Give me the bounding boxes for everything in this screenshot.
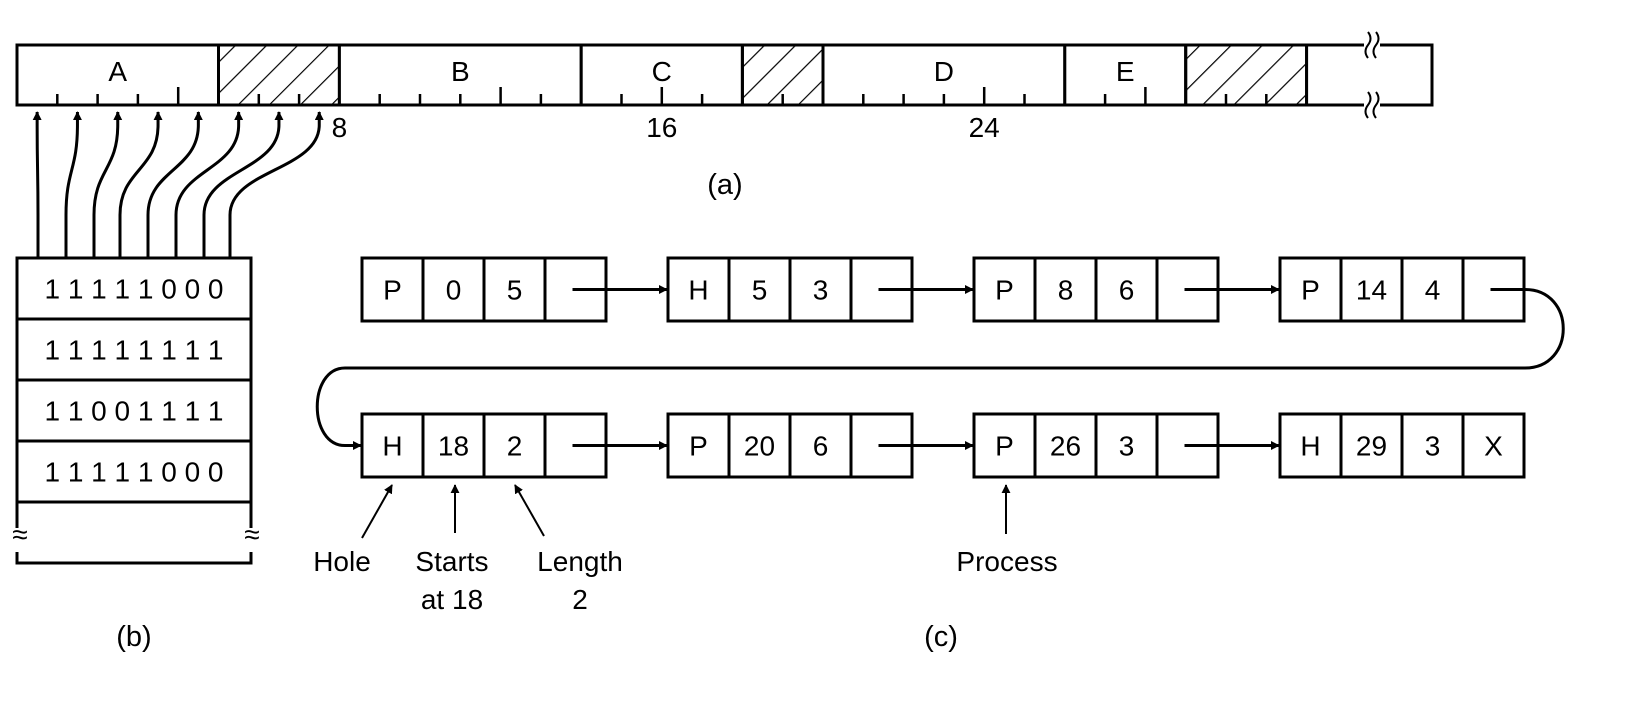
bitmap-row: 1 1 0 0 1 1 1 1 <box>44 396 223 427</box>
hole-annotation: Hole <box>313 546 371 577</box>
bitmap-bit-arrow <box>64 111 82 258</box>
list-node-length: 6 <box>813 431 829 462</box>
hole-annotation-arrow <box>361 484 393 539</box>
list-node-type: P <box>995 431 1014 462</box>
bitmap-row: 1 1 1 1 1 0 0 0 <box>44 274 223 305</box>
list-node-start: 20 <box>744 431 775 462</box>
memory-break-mark <box>1364 31 1380 119</box>
bitmap-bit-arrow <box>202 111 284 258</box>
length-annotation-line2: 2 <box>572 584 588 615</box>
list-node-type: P <box>383 275 402 306</box>
unit-label: 16 <box>646 112 677 143</box>
memory-segment-a <box>15 43 220 107</box>
list-node-type: H <box>688 275 708 306</box>
memory-hole-segment <box>217 43 341 107</box>
list-node-length: 6 <box>1119 275 1135 306</box>
unit-label: 24 <box>969 112 1000 143</box>
memory-segments: A B C D E <box>15 43 1434 107</box>
bitmap: 1 1 1 1 1 0 0 0 1 1 1 1 1 1 1 1 1 1 0 0 1 … <box>8 111 324 653</box>
bitmap-bit-arrow <box>32 111 42 258</box>
list-node-length: 4 <box>1425 275 1441 306</box>
bitmap-rows: 1 1 1 1 1 0 0 0 1 1 1 1 1 1 1 1 1 1 0 0 1 … <box>8 256 262 565</box>
list-node: P 0 5 <box>360 256 608 323</box>
list-links <box>315 285 1565 450</box>
unit-labels: 8 16 24 <box>332 112 1000 143</box>
list-node-type: P <box>689 431 708 462</box>
bitmap-frame <box>15 256 253 565</box>
break-gap <box>1364 91 1380 119</box>
break-squiggle <box>1372 31 1380 59</box>
list-node-length: 2 <box>507 431 523 462</box>
list-node-type: P <box>1301 275 1320 306</box>
list-node-next: X <box>1484 431 1503 462</box>
unit-label: 8 <box>332 112 348 143</box>
list-node-length: 3 <box>1119 431 1135 462</box>
list-node-type: H <box>1300 431 1320 462</box>
break-squiggle <box>1364 31 1372 59</box>
bitmap-bit-arrow <box>146 111 203 258</box>
break-squiggle <box>1372 91 1380 119</box>
memory-strip: A B C D E 8 16 24 (a) <box>15 31 1434 201</box>
list-node: H 29 3 X <box>1278 412 1526 479</box>
bitmap-bit-arrow <box>118 111 163 258</box>
list-node-length: 3 <box>1425 431 1441 462</box>
bitmap-row: 1 1 1 1 1 0 0 0 <box>44 457 223 488</box>
bitmap-break-left: ≈ <box>12 519 27 550</box>
starts-annotation-line1: Starts <box>415 546 488 577</box>
caption-c: (c) <box>924 621 958 653</box>
list-node: P 14 4 <box>1278 256 1526 323</box>
list-node-type: H <box>382 431 402 462</box>
list-node-start: 29 <box>1356 431 1387 462</box>
length-annotation-arrow <box>514 484 545 537</box>
memory-segment-label: A <box>108 56 127 87</box>
bitmap-arrows <box>32 111 324 258</box>
starts-annotation-line2: at 18 <box>421 584 483 615</box>
bitmap-row: 1 1 1 1 1 1 1 1 <box>44 335 223 366</box>
length-annotation-line1: Length <box>537 546 623 577</box>
list-node-start: 18 <box>438 431 469 462</box>
memory-segment-label: B <box>451 56 470 87</box>
list-node-start: 26 <box>1050 431 1081 462</box>
memory-segment-label: C <box>652 56 672 87</box>
memory-hole-segment <box>1184 43 1309 107</box>
bitmap-bit-arrow <box>174 111 244 258</box>
list-node: P 20 6 <box>666 412 914 479</box>
process-annotation: Process <box>956 546 1057 577</box>
bitmap-break-gap <box>8 528 32 552</box>
break-squiggle <box>1364 91 1372 119</box>
list-node: H 18 2 <box>360 412 608 479</box>
bitmap-bit-arrow <box>228 111 324 258</box>
bitmap-bit-arrow <box>92 111 123 258</box>
unit-ticks <box>56 87 1268 105</box>
bitmap-break-right: ≈ <box>244 519 259 550</box>
caption-b: (b) <box>116 621 151 653</box>
list-node-length: 3 <box>813 275 829 306</box>
list-node-length: 5 <box>507 275 523 306</box>
memory-segment-e <box>1063 43 1188 107</box>
list-node-start: 8 <box>1058 275 1074 306</box>
memory-segment-label: D <box>934 56 954 87</box>
list-node: P 8 6 <box>972 256 1220 323</box>
list-node-start: 14 <box>1356 275 1387 306</box>
list-node: H 5 3 <box>666 256 914 323</box>
memory-segment-label: E <box>1116 56 1135 87</box>
list-node-start: 0 <box>446 275 462 306</box>
bitmap-break-gap <box>238 528 262 552</box>
list-node: P 26 3 <box>972 412 1220 479</box>
caption-a: (a) <box>707 169 742 201</box>
break-gap <box>1364 31 1380 59</box>
list-node-type: P <box>995 275 1014 306</box>
list-node-start: 5 <box>752 275 768 306</box>
list-wrap-link-arrow <box>315 288 1565 450</box>
